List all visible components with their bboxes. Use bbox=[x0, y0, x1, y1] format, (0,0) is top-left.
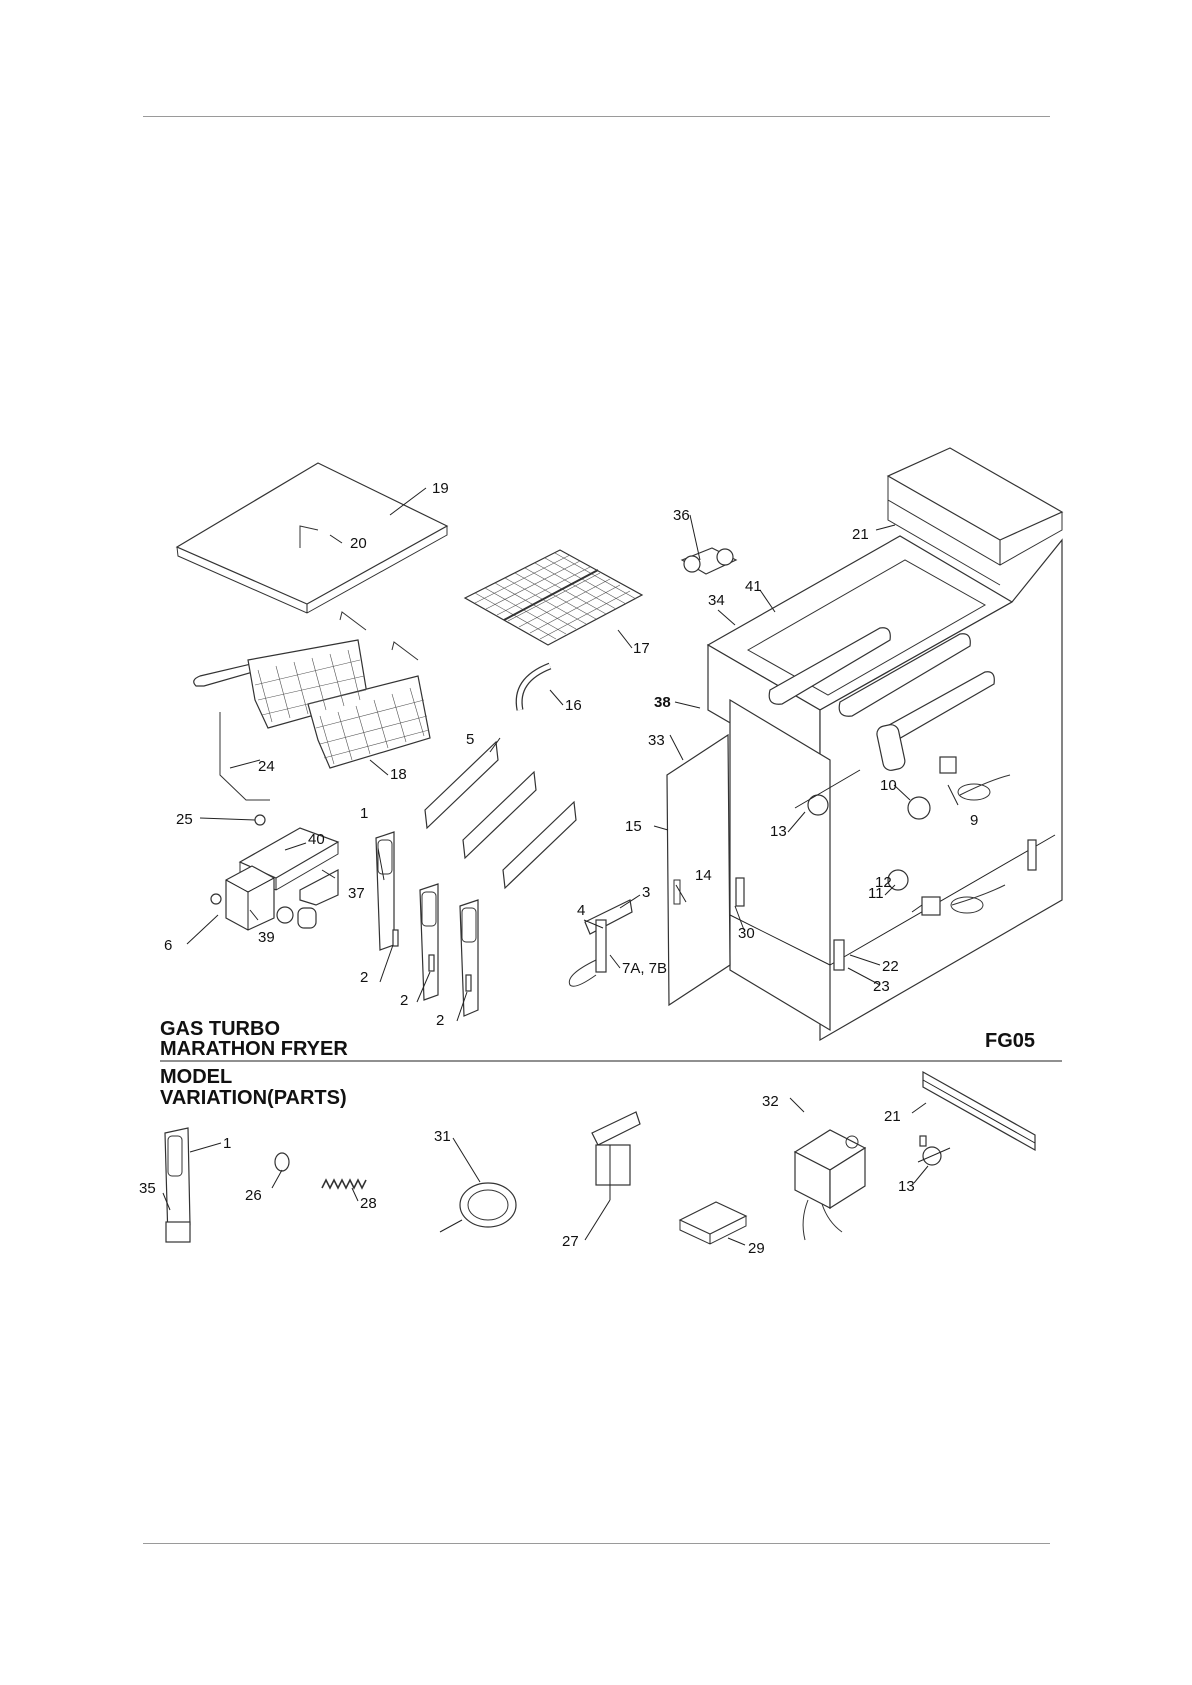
callout-4: 4 bbox=[577, 902, 585, 919]
callout-2b: 2 bbox=[400, 992, 408, 1009]
rack-part-17 bbox=[465, 550, 642, 645]
callout-19: 19 bbox=[432, 480, 449, 497]
callout-36: 36 bbox=[673, 507, 690, 524]
variation-callout-35: 35 bbox=[139, 1180, 156, 1197]
callout-2a: 2 bbox=[360, 969, 368, 986]
callout-23: 23 bbox=[873, 978, 890, 995]
model-code: FG05 bbox=[985, 1030, 1035, 1052]
callout-3: 3 bbox=[642, 884, 650, 901]
callout-40: 40 bbox=[308, 831, 325, 848]
rod-part-24 bbox=[220, 712, 270, 800]
callout-24: 24 bbox=[258, 758, 275, 775]
variation-title-line-1: MODEL bbox=[160, 1066, 232, 1088]
variation-callout-13: 13 bbox=[898, 1178, 915, 1195]
callout-21: 21 bbox=[852, 526, 869, 543]
variation-callout-26: 26 bbox=[245, 1187, 262, 1204]
variation-callout-1: 1 bbox=[223, 1135, 231, 1152]
callout-15: 15 bbox=[625, 818, 642, 835]
variation-callout-28: 28 bbox=[360, 1195, 377, 1212]
callout-6: 6 bbox=[164, 937, 172, 954]
fry-baskets-part-18 bbox=[194, 612, 430, 768]
title-line-1: GAS TURBO bbox=[160, 1018, 280, 1040]
callout-37: 37 bbox=[348, 885, 365, 902]
callout-16: 16 bbox=[565, 697, 582, 714]
lid-part-19 bbox=[177, 463, 447, 613]
burners-part-1 bbox=[376, 832, 478, 1016]
callout-7ab: 7A, 7B bbox=[622, 960, 667, 977]
variation-callout-31: 31 bbox=[434, 1128, 451, 1145]
callout-5: 5 bbox=[466, 731, 474, 748]
callout-14: 14 bbox=[695, 867, 712, 884]
variation-callout-21: 21 bbox=[884, 1108, 901, 1125]
callout-38: 38 bbox=[654, 694, 671, 711]
callout-18: 18 bbox=[390, 766, 407, 783]
variation-callout-29: 29 bbox=[748, 1240, 765, 1257]
callout-13: 13 bbox=[770, 823, 787, 840]
callout-2c: 2 bbox=[436, 1012, 444, 1029]
callout-22: 22 bbox=[882, 958, 899, 975]
callout-33: 33 bbox=[648, 732, 665, 749]
variation-callout-27: 27 bbox=[562, 1233, 579, 1250]
callout-25: 25 bbox=[176, 811, 193, 828]
title-line-2: MARATHON FRYER bbox=[160, 1038, 348, 1060]
fryer-cabinet bbox=[708, 448, 1062, 1040]
callout-41: 41 bbox=[745, 578, 762, 595]
callout-9: 9 bbox=[970, 812, 978, 829]
variation-callout-32: 32 bbox=[762, 1093, 779, 1110]
callout-17: 17 bbox=[633, 640, 650, 657]
callout-12: 12 bbox=[875, 874, 892, 891]
callout-34: 34 bbox=[708, 592, 725, 609]
callout-10: 10 bbox=[880, 777, 897, 794]
baffles-part-5 bbox=[425, 742, 576, 888]
callout-20: 20 bbox=[350, 535, 367, 552]
callout-39: 39 bbox=[258, 929, 275, 946]
callout-1: 1 bbox=[360, 805, 368, 822]
callout-30: 30 bbox=[738, 925, 755, 942]
part-36 bbox=[682, 548, 736, 574]
variation-title-line-2: VARIATION(PARTS) bbox=[160, 1087, 347, 1109]
